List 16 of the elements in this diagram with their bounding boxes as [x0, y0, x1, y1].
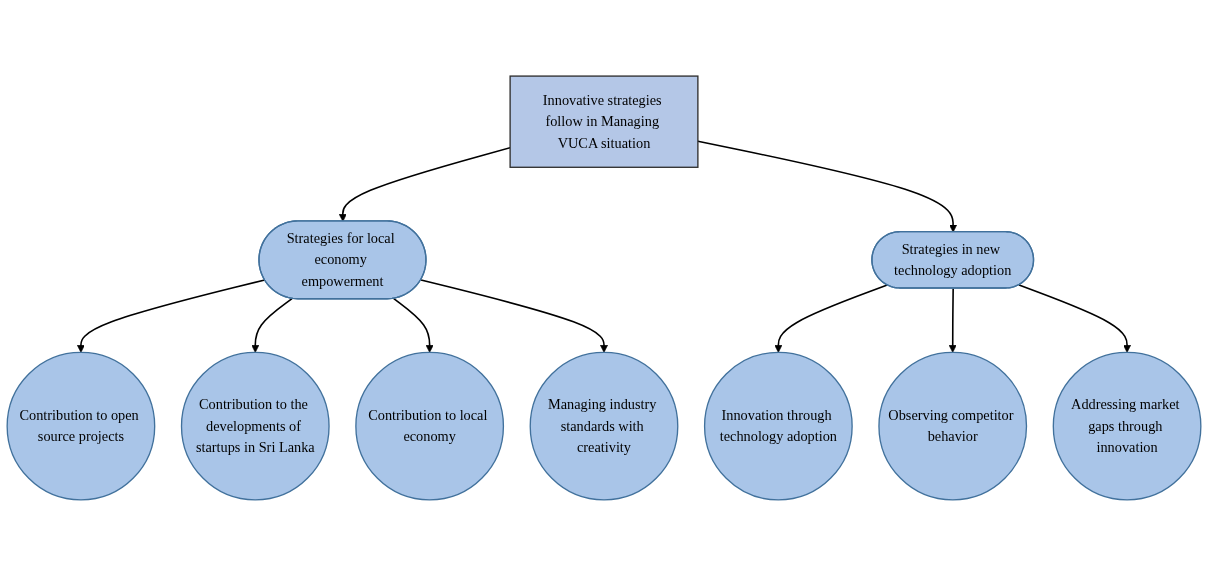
node-circle: Managing industry standards with creativity — [529, 351, 679, 501]
arrow — [774, 284, 889, 353]
arrow — [338, 146, 511, 222]
node-circle: Innovation through technology adoption — [703, 351, 853, 501]
arrow — [420, 279, 608, 353]
node-circle: Observing competitor behavior — [878, 351, 1028, 501]
node-circle: Contribution to the developments of startups in Sri Lanka — [180, 351, 330, 501]
arrow — [1018, 284, 1131, 353]
arrow — [251, 297, 293, 353]
node-circle: Contribution to local economy — [355, 351, 505, 501]
arrow — [948, 287, 957, 353]
node-box: Innovative strategies follow in Managing VUCA situation — [509, 75, 699, 168]
node-circle: Contribution to open source projects — [6, 351, 156, 501]
arrow — [393, 297, 434, 353]
node-circle: Addressing market gaps through innovation — [1052, 351, 1202, 501]
arrow — [697, 140, 957, 233]
